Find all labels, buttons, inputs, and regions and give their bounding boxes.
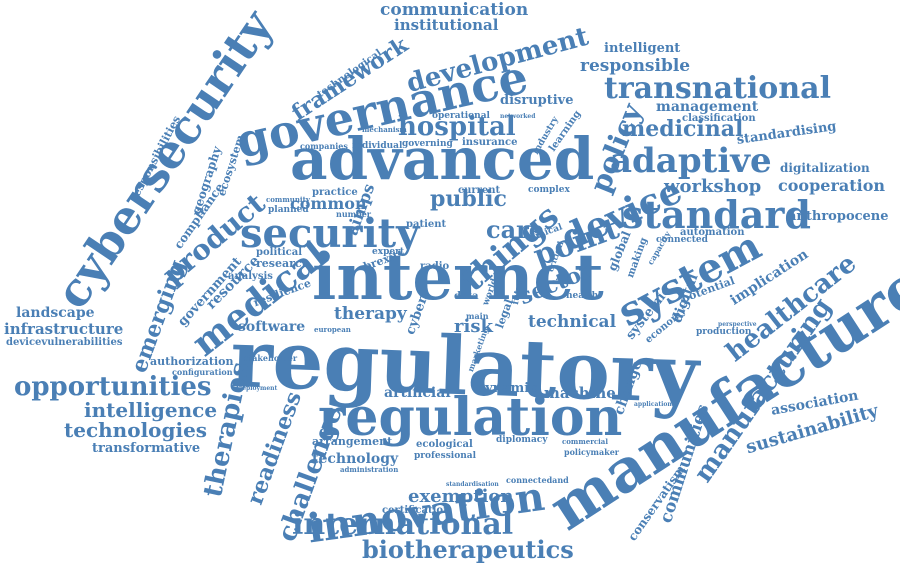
word-risk: risk [454, 316, 493, 337]
word-communication: communication [380, 0, 529, 20]
word-dynamic: dynamic [476, 381, 538, 396]
word-transnational: transnational [604, 71, 831, 106]
word-adaptive: adaptive [610, 141, 772, 181]
word-artificial: artificial [384, 385, 451, 401]
word-intelligent: intelligent [604, 41, 681, 56]
word-research: research [256, 257, 310, 270]
word-standard: standard [622, 192, 811, 237]
word-diplomacy: diplomacy [496, 435, 548, 445]
word-cooperation: cooperation [778, 176, 886, 195]
word-certification: certification [382, 505, 451, 516]
word-insurance: insurance [462, 137, 518, 148]
word-international: international [292, 507, 514, 542]
word-medicinal: medicinal [622, 116, 744, 142]
word-standardising: standardising [735, 119, 838, 148]
word-exemption: exemption [408, 486, 514, 507]
word-therapy: therapy [334, 304, 407, 324]
word-production: production [696, 327, 752, 337]
word-connected: connected [656, 235, 708, 245]
word-mechanism: mechanism [362, 125, 407, 134]
word-technologies: technologies [64, 418, 208, 442]
word-devicevulnerabilities: devicevulnerabilities [6, 337, 123, 348]
word-disruptive: disruptive [500, 93, 574, 108]
word-european: european [314, 325, 351, 334]
word-planned: planned [268, 205, 309, 215]
word-complex: complex [528, 185, 570, 195]
word-administration: administration [340, 465, 399, 474]
word-landscape: landscape [16, 305, 95, 321]
word-management: management [656, 99, 759, 115]
word-authorization: authorization [150, 355, 234, 368]
word-current: current [458, 185, 501, 196]
word-common: common [290, 194, 367, 213]
word-analysis: analysis [228, 271, 273, 282]
word-connectedand: connectedand [506, 475, 569, 485]
word-opportunities: opportunities [14, 372, 212, 402]
word-security: security [240, 210, 420, 257]
word-operational: operational [432, 111, 490, 121]
word-machine: machine [544, 384, 616, 402]
word-advanced: advanced [290, 125, 595, 193]
word-anthropocene: anthropocene [788, 209, 889, 224]
word-governing: governing [402, 139, 453, 149]
word-practice: practice [312, 187, 358, 198]
word-public: public [430, 186, 507, 212]
word-patient: patient [406, 219, 447, 230]
word-main: main [466, 311, 489, 321]
word-political: political [256, 247, 303, 258]
word-ecological: ecological [416, 439, 473, 450]
word-care: care [486, 215, 545, 244]
word-individual: individual [352, 141, 403, 151]
word-policymaker: policymaker [564, 447, 620, 457]
word-infrastructure: infrastructure [4, 320, 124, 338]
word-networked: networked [500, 113, 536, 120]
word-deployment: deployment [238, 385, 278, 392]
word-internet: internet [312, 240, 604, 315]
word-classification: classification [682, 113, 756, 124]
word-workshop: workshop [664, 176, 762, 197]
word-health: health [566, 291, 599, 301]
word-stakeholder: stakeholder [244, 353, 298, 363]
word-radio: radio [420, 261, 450, 272]
word-responsible: responsible [580, 56, 691, 76]
word-digitalization: digitalization [780, 161, 870, 175]
word-software: software [238, 319, 306, 335]
word-standardisation: standardisation [446, 481, 499, 488]
word-companies: companies [300, 141, 348, 151]
word-regulation: regulation [318, 387, 623, 448]
word-transformative: transformative [92, 441, 201, 456]
word-intelligence: intelligence [84, 398, 218, 422]
word-application: application [634, 401, 672, 408]
word-data: data [454, 291, 479, 302]
word-technical: technical [528, 312, 617, 332]
word-commercial: commercial [562, 437, 609, 446]
word-professional: professional [414, 451, 476, 461]
word-biotherapeutics: biotherapeutics [362, 535, 574, 564]
word-configuration: configuration [172, 367, 233, 377]
word-perspective: perspective [718, 321, 757, 328]
word-expert: expert [372, 247, 405, 257]
word-community: community [266, 195, 310, 204]
word-hospital: hospital [398, 112, 516, 142]
word-institutional: institutional [394, 16, 499, 34]
word-technology: technology [312, 451, 399, 467]
word-automation: automation [680, 227, 745, 238]
word-arrangement: arrangement [312, 435, 393, 448]
word-number: number [336, 209, 371, 219]
